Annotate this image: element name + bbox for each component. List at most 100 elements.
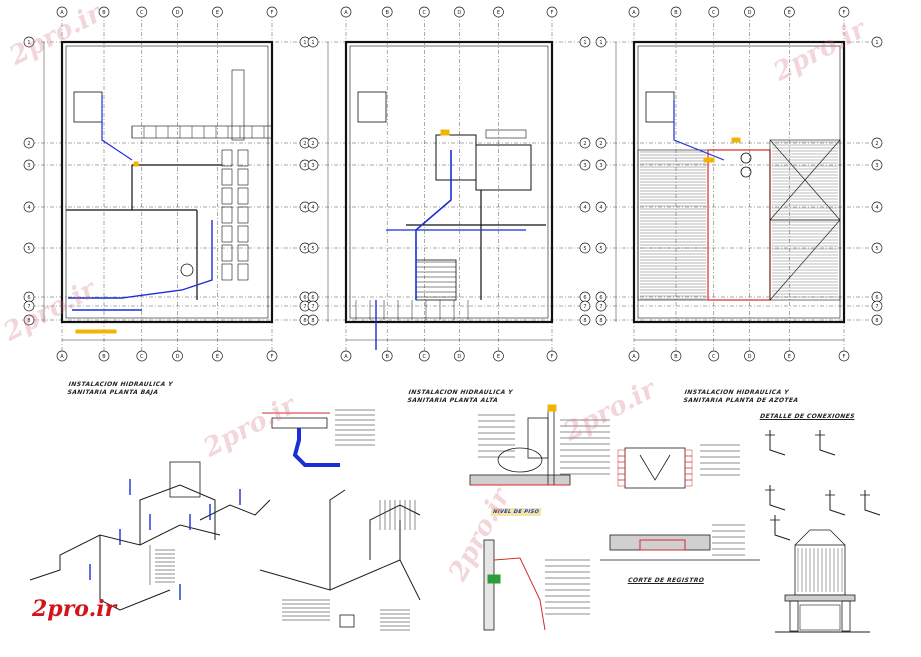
plan-upper-axis-right-bubble xyxy=(579,36,591,48)
plan-ground-axis-top-bubble xyxy=(98,6,110,18)
plan-upper-axis-right-bubble-label: 2 xyxy=(583,141,586,147)
plan-roof-axis-top-bubble xyxy=(838,6,850,18)
ground-shelf xyxy=(221,168,233,186)
plan-upper-axis-right-bubble xyxy=(579,159,591,171)
plan-ground-inner-wall xyxy=(65,45,269,319)
plan-ground-axis-bottom-bubble-label: B xyxy=(102,354,106,360)
plan-roof-axis-left-bubble-label: 6 xyxy=(599,295,602,301)
plan-roof-axis-bottom-bubble xyxy=(708,350,720,362)
register-brick xyxy=(684,473,693,481)
plan-roof-axis-right-bubble-label: 8 xyxy=(875,318,878,324)
ground-shelf xyxy=(221,149,233,167)
plan-ground-axis-left-bubble-label: 7 xyxy=(27,304,30,310)
roof-tank xyxy=(740,166,752,178)
plan-ground-axis-top-bubble-label: E xyxy=(216,10,219,16)
roof-hip-line xyxy=(769,139,841,221)
plan-roof-cistern-box xyxy=(645,91,675,123)
watermark-logo: 2pro.ir xyxy=(32,596,117,622)
plan-roof-axis-bottom-bubble-label: E xyxy=(788,354,791,360)
plan-upper-axis-right-bubble-label: 8 xyxy=(583,318,586,324)
plan-ground-cistern-box xyxy=(73,91,103,123)
ground-fixture xyxy=(180,263,194,277)
plan-roof-axis-right-bubble-label: 2 xyxy=(875,141,878,147)
wall-section xyxy=(483,539,495,631)
tower-tank-body xyxy=(794,544,846,596)
plan-ground-axis-right-bubble-label: 1 xyxy=(303,40,306,46)
connections-detail-title: DETALLE DE CONEXIONES xyxy=(759,413,856,420)
plan-upper-inner-wall xyxy=(349,45,549,319)
plan-roof-axis-right-bubble xyxy=(871,36,883,48)
plan-roof-axis-left-bubble-label: 8 xyxy=(599,318,602,324)
plan-upper-axis-left-bubble xyxy=(307,242,319,254)
plan-ground-axis-top-bubble-label: C xyxy=(140,10,144,16)
plan-ground-axis-right-bubble-label: 4 xyxy=(303,205,306,211)
plan-upper-axis-right-bubble xyxy=(579,242,591,254)
plan-upper-axis-right-bubble xyxy=(579,314,591,326)
plan-ground-axis-left-bubble xyxy=(23,137,35,149)
plan-upper-axis-bottom-bubble xyxy=(340,350,352,362)
plan-upper-axis-top-bubble-label: B xyxy=(385,10,389,16)
roof-slab-outline xyxy=(707,149,771,301)
plan-upper-axis-left-bubble xyxy=(307,314,319,326)
plan-ground-axis-right-bubble-label: 3 xyxy=(303,163,306,169)
plan-upper-axis-right-bubble-label: 3 xyxy=(583,163,586,169)
plan-roof-axis-right-bubble xyxy=(871,201,883,213)
register-box xyxy=(639,539,686,551)
plan-upper-axis-right-bubble xyxy=(579,137,591,149)
plan-upper-axis-top-bubble xyxy=(453,6,465,18)
toilet-accent xyxy=(547,404,557,412)
plan-upper-axis-right-bubble-label: 6 xyxy=(583,295,586,301)
plan-roof-axis-right-bubble xyxy=(871,159,883,171)
plan-upper-axis-top-bubble-label: F xyxy=(551,10,554,16)
plan-ground-axis-top-bubble xyxy=(136,6,148,18)
plan-roof-axis-top-bubble xyxy=(628,6,640,18)
ground-shelf xyxy=(237,263,249,281)
register-brick xyxy=(684,461,693,469)
ground-shelf xyxy=(221,187,233,205)
plan-roof-axis-right-bubble-label: 5 xyxy=(875,246,878,252)
plan-ground-axis-left-bubble xyxy=(23,159,35,171)
toilet-floor xyxy=(469,474,571,486)
plan-upper-axis-bottom-bubble xyxy=(453,350,465,362)
plan-ground-axis-top-bubble-label: B xyxy=(102,10,106,16)
iso-pipe xyxy=(199,499,271,521)
toilet-bowl xyxy=(497,447,543,473)
plan-roof-title-line1: INSTALACION HIDRAULICA Y xyxy=(684,389,790,396)
plan-upper-axis-top-bubble-label: D xyxy=(457,10,461,16)
sink-trap xyxy=(292,428,340,467)
plan-upper-axis-right-bubble xyxy=(579,300,591,312)
plan-upper-axis-bottom-bubble-label: B xyxy=(385,354,389,360)
plan-upper-axis-bottom-bubble xyxy=(493,350,504,362)
plan-roof-axis-right-bubble-label: 4 xyxy=(875,205,878,211)
roof-tank xyxy=(740,152,752,164)
plan-upper-axis-bottom-bubble xyxy=(418,350,430,362)
plan-upper-axis-bottom-bubble-label: A xyxy=(344,354,348,360)
iso-pipe xyxy=(29,524,221,581)
toilet-wall xyxy=(547,409,555,486)
plan-ground-axis-right-bubble-label: 6 xyxy=(303,295,306,301)
plan-upper-cistern-box xyxy=(357,91,387,123)
plan-ground-axis-bottom-bubble xyxy=(136,350,148,362)
ground-water-pipe xyxy=(68,220,213,299)
plan-upper-axis-top-bubble-label: A xyxy=(344,10,348,16)
plan-upper-axis-bottom-bubble-label: C xyxy=(423,354,427,360)
register-brick xyxy=(617,479,626,487)
plan-upper-title-line2: SANITARIA PLANTA ALTA xyxy=(407,397,499,404)
plan-roof-axis-top-bubble-label: B xyxy=(674,10,678,16)
plan-roof-axis-bottom-bubble-label: D xyxy=(748,354,752,360)
plan-roof-outer-wall xyxy=(632,40,846,324)
plan-upper-axis-right-bubble-label: 4 xyxy=(583,205,586,211)
plan-upper-axis-top-bubble xyxy=(418,6,430,18)
upper-accent xyxy=(440,129,450,136)
connection-fitting xyxy=(769,485,786,511)
plan-ground-axis-left-bubble-label: 6 xyxy=(27,295,30,301)
plan-ground-axis-right-bubble-label: 7 xyxy=(303,304,306,310)
plan-roof-axis-bottom-bubble-label: B xyxy=(674,354,678,360)
plan-roof-axis-left-bubble xyxy=(595,314,607,326)
plan-ground-axis-bottom-bubble-label: E xyxy=(216,354,219,360)
tower-column xyxy=(841,600,851,632)
drain-iso-pipe xyxy=(399,559,421,601)
plan-upper-axis-left-bubble xyxy=(307,36,319,48)
plan-roof-axis-top-bubble xyxy=(670,6,682,18)
plan-upper-axis-right-bubble xyxy=(579,201,591,213)
